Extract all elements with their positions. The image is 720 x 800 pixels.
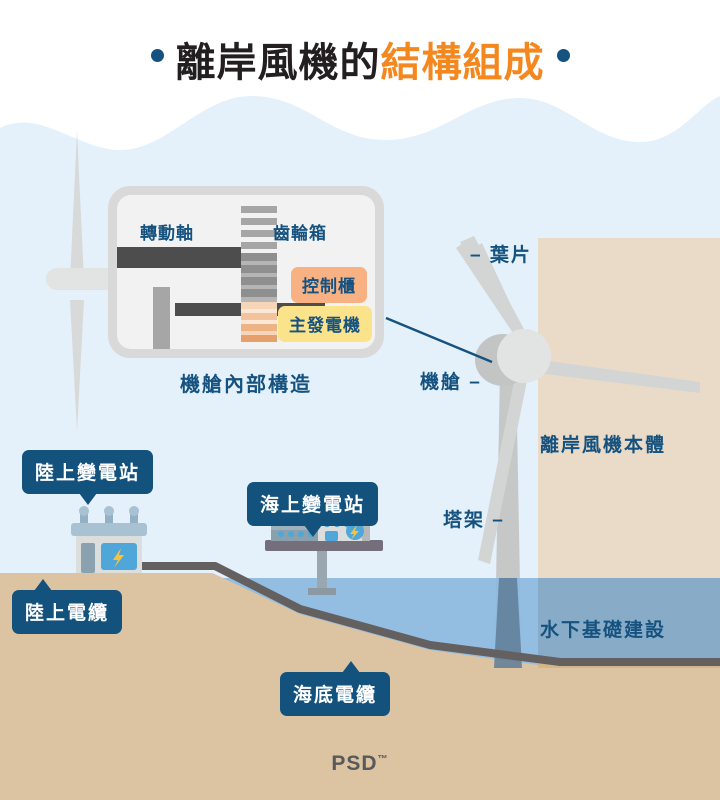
label-blade: – 葉片 [470,245,532,266]
control-cabinet-chip: 控制櫃 [291,267,367,303]
badge-offshore-substation: 海上變電站 [247,482,379,537]
watermark-text: PSD [331,752,378,775]
onshore-substation-icon [71,506,147,573]
gearbox-graphic [241,206,277,342]
label-turbine-body: 離岸風機本體 [540,435,667,456]
title-main: 離岸風機的 [175,41,381,85]
turbine-hub [497,329,551,383]
label-tower: 塔架 – [443,510,505,531]
title-dot-right [556,48,570,62]
psd-watermark: PSD™ [0,752,720,776]
tower-submerged-section [494,578,522,668]
gearbox-label: 齒輪箱 [273,224,327,243]
generator-block-graphic [153,287,170,349]
label-nacelle: 機艙 – [420,372,482,393]
badge-submarine-cable: 海底電纜 [280,661,391,716]
nacelle-connector-line [385,316,493,364]
blade-2 [528,358,700,393]
watermark-mark: ™ [377,754,389,765]
rotor-shaft-graphic [117,247,243,268]
page-title: 離岸風機的結構組成 [0,30,720,88]
blade-3 [478,372,528,564]
blade-1 [460,236,532,350]
title-accent: 結構組成 [380,41,545,85]
title-dot-left [150,48,164,62]
shaft-label: 轉動軸 [140,224,194,243]
badge-onshore-cable: 陸上電纜 [12,579,123,634]
underwater-foundation-overlay [538,578,720,668]
main-generator-chip: 主發電機 [278,306,372,342]
power-cable-route [100,562,720,666]
label-foundation: 水下基礎建設 [540,620,667,641]
badge-onshore-substation: 陸上變電站 [22,450,154,505]
nacelle-panel-caption: 機艙內部構造 [180,374,312,396]
